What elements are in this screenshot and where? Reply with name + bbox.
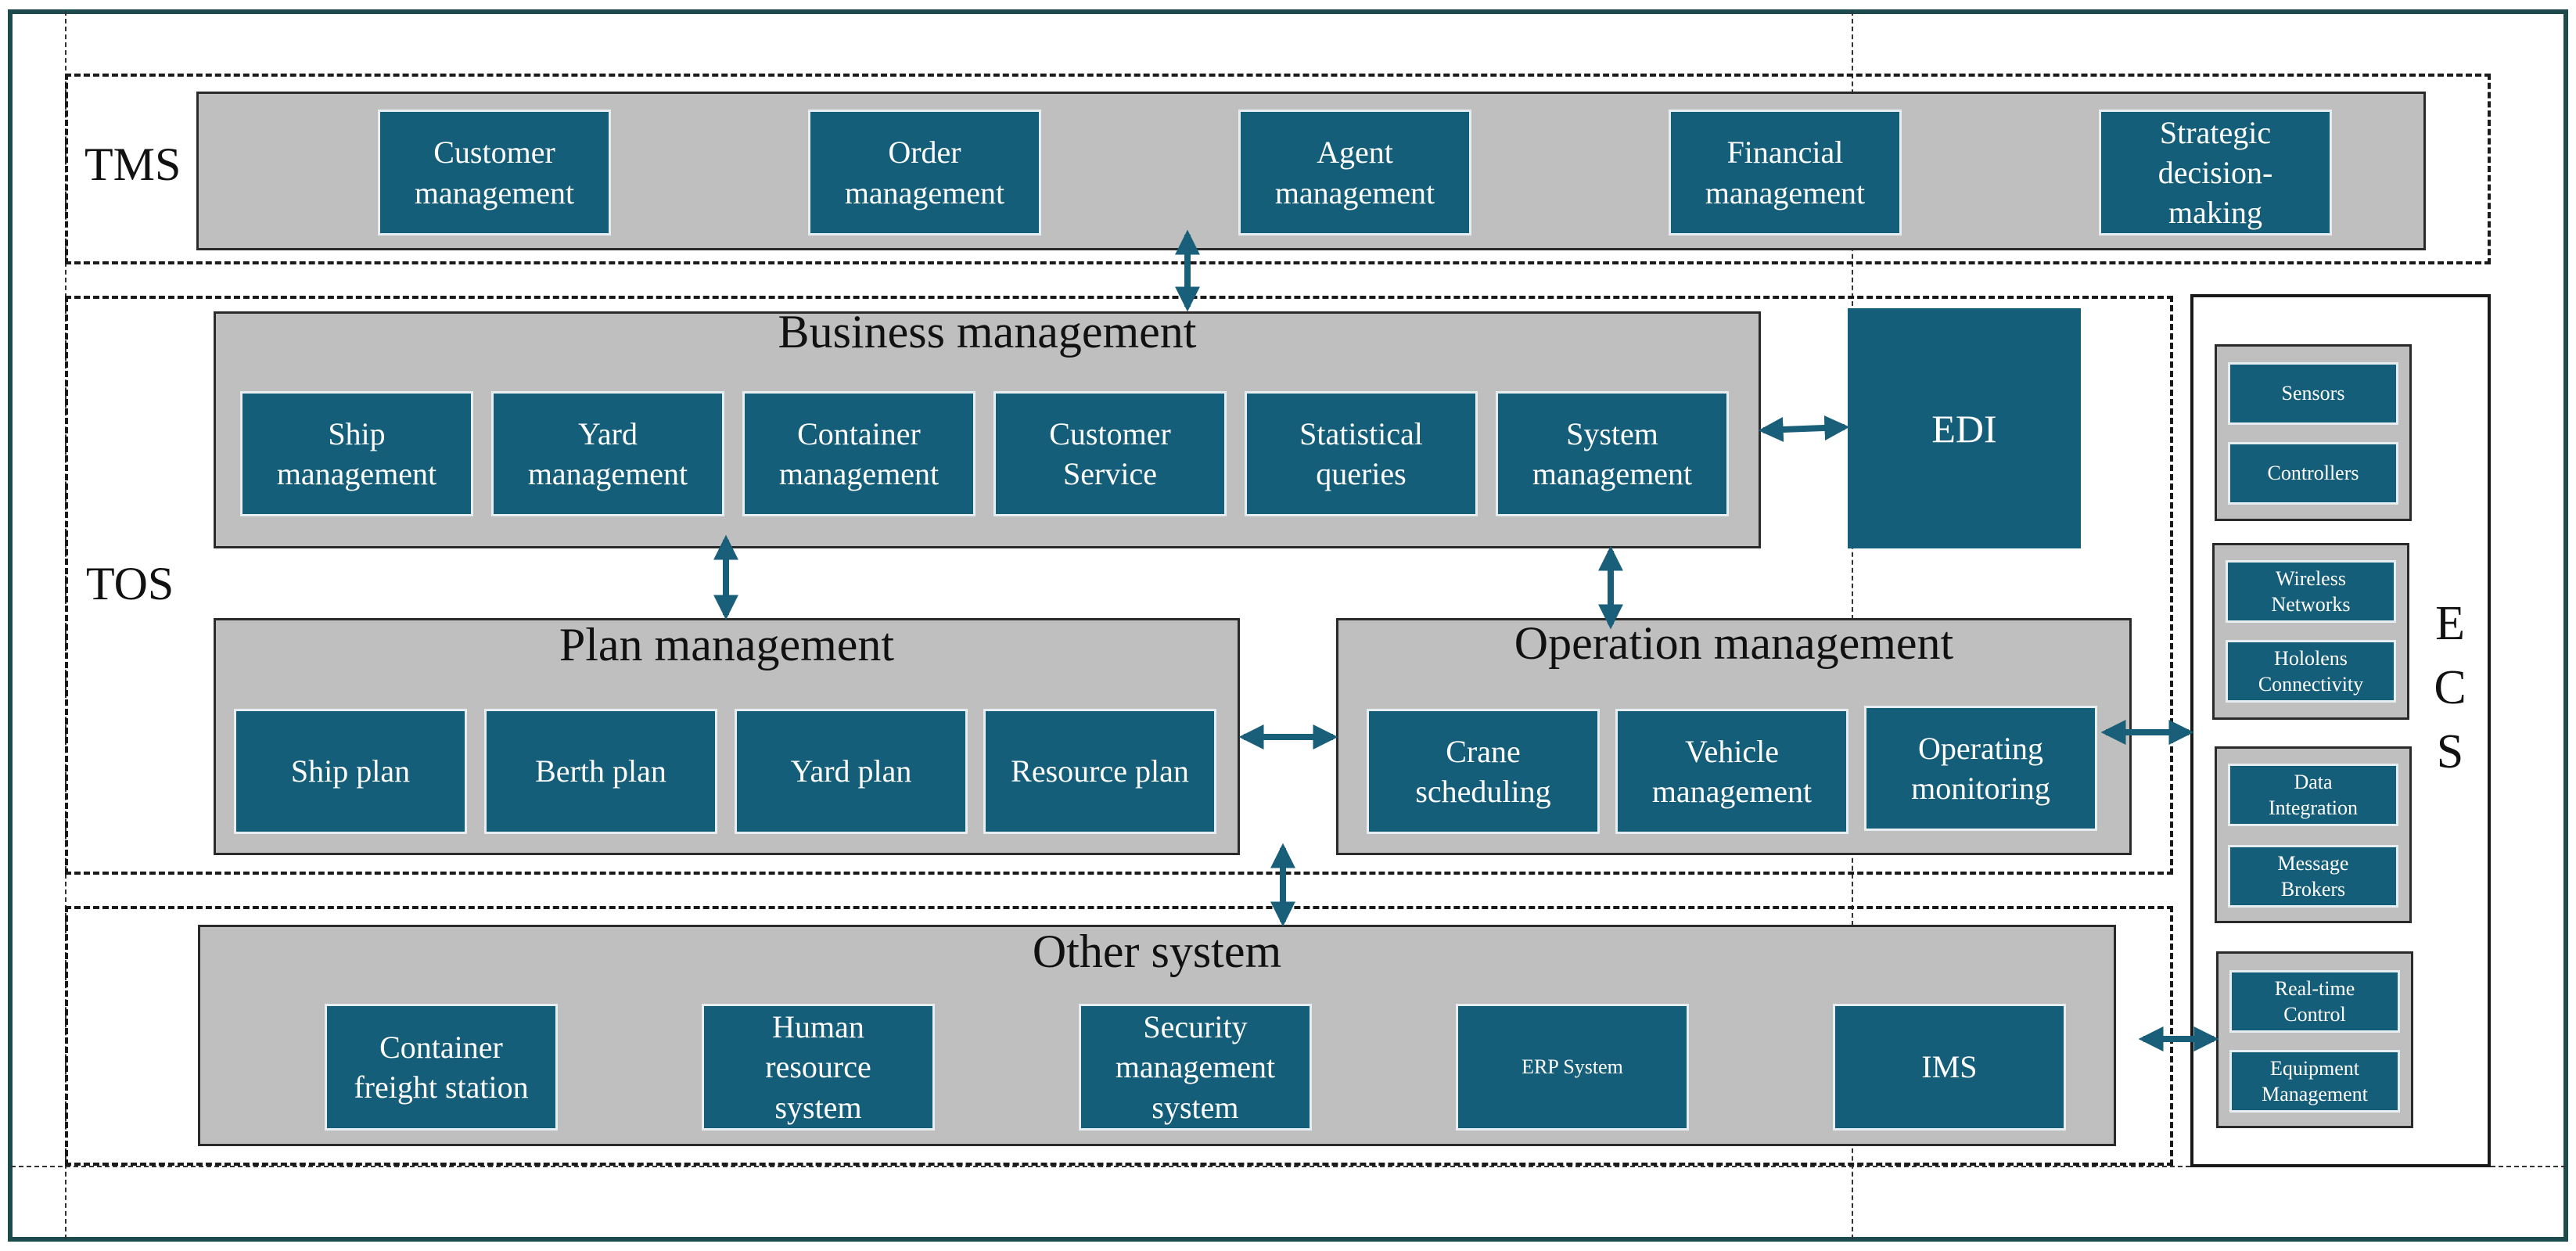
business-item-system: System management [1496, 391, 1729, 516]
other-item-freight: Container freight station [325, 1004, 558, 1131]
plan-item-ship: Ship plan [234, 709, 467, 834]
ecs-item-message-brokers: Message Brokers [2228, 845, 2398, 908]
ecs-item-wireless: Wireless Networks [2226, 560, 2396, 623]
tms-item-order: Order management [808, 110, 1041, 235]
ecs-item-equipment: Equipment Management [2229, 1050, 2400, 1113]
plan-title: Plan management [559, 619, 895, 670]
other-item-ims: IMS [1833, 1004, 2066, 1131]
operation-item-vehicle: Vehicle management [1615, 709, 1848, 834]
operation-item-monitoring: Operating monitoring [1864, 706, 2097, 831]
business-title: Business management [778, 306, 1197, 358]
plan-item-resource: Resource plan [983, 709, 1216, 834]
tos-label: TOS [86, 558, 174, 609]
business-item-statistical: Statistical queries [1245, 391, 1478, 516]
business-item-ship: Ship management [240, 391, 473, 516]
tms-item-financial: Financial management [1669, 110, 1902, 235]
ecs-item-realtime: Real-time Control [2229, 970, 2400, 1033]
ecs-item-hololens: Hololens Connectivity [2226, 640, 2396, 703]
ecs-item-sensors: Sensors [2228, 362, 2398, 425]
tms-region [65, 74, 2491, 264]
operation-title: Operation management [1514, 617, 1954, 669]
plan-item-berth: Berth plan [484, 709, 717, 834]
guide-line-bottom [11, 1166, 2566, 1167]
tms-item-agent: Agent management [1238, 110, 1471, 235]
ecs-letter-s: S [2436, 725, 2464, 778]
plan-item-yard: Yard plan [735, 709, 968, 834]
tms-item-strategic: Strategic decision- making [2099, 110, 2332, 235]
business-item-yard: Yard management [491, 391, 724, 516]
other-item-erp: ERP System [1456, 1004, 1689, 1131]
tms-label: TMS [84, 138, 181, 190]
operation-item-crane: Crane scheduling [1367, 709, 1600, 834]
arrow-business-edi [1758, 415, 1850, 443]
ecs-letter-e: E [2435, 597, 2465, 650]
ecs-item-data-integration: Data Integration [2228, 764, 2398, 826]
tms-item-customer: Customer management [378, 110, 611, 235]
other-item-security: Security management system [1079, 1004, 1312, 1131]
business-item-container: Container management [742, 391, 975, 516]
other-title: Other system [1032, 926, 1282, 977]
ecs-letter-c: C [2434, 661, 2466, 714]
tos-region [65, 296, 2173, 875]
business-item-customer-service: Customer Service [993, 391, 1227, 516]
outer-frame [8, 9, 2568, 1242]
ecs-item-controllers: Controllers [2228, 442, 2398, 505]
other-item-hr: Human resource system [702, 1004, 935, 1131]
